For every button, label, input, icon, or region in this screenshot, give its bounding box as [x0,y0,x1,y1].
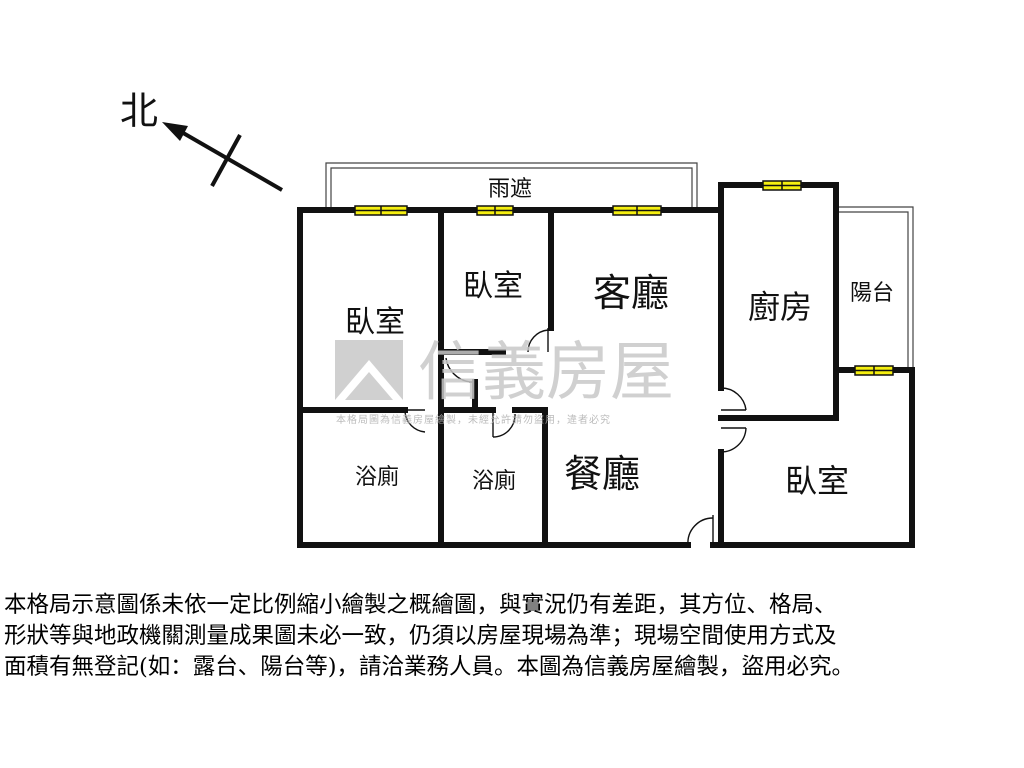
window-bedroom-left [354,205,408,216]
window-bedroom-middle [476,205,514,216]
watermark: 信義房屋 本格局圖為信義房屋繪製，未經允許請勿盜用，違者必究 [335,336,674,426]
disclaimer-line: 形狀等與地政機關測量成果圖未必一致，仍須以房屋現場為準；現場空間使用方式及 [4,623,837,649]
compass-north-label: 北 [120,89,158,133]
window-living-room [612,205,662,216]
door-kitchen-lower [720,427,747,453]
label-bathroom-left: 浴廁 [355,465,399,490]
door-passage [445,357,476,383]
disclaimer-line: 本格局示意圖係未依一定比例縮小繪製之概繪圖，與實況仍有差距，其方位、格局、 [4,592,837,618]
compass-crossbar [210,134,242,187]
door-bathroom-left [404,409,426,433]
watermark-logo-icon [335,340,403,400]
canopy [325,162,698,210]
label-living-room: 客廳 [593,271,669,315]
windows [354,180,894,376]
watermark-brand: 信義房屋 [418,336,674,410]
disclaimer-line: 面積有無登記(如：露台、陽台等)，請洽業務人員。本圖為信義房屋繪製，盜用必究。 [4,654,855,680]
label-bedroom-right: 臥室 [785,462,849,500]
door-bathroom-middle [492,413,516,438]
label-canopy: 雨遮 [488,177,532,202]
floor-plan: 北 [120,89,915,548]
watermark-notice: 本格局圖為信義房屋繪製，未經允許請勿盜用，違者必究 [336,413,611,426]
door-kitchen-upper [720,387,747,411]
label-bedroom-middle: 臥室 [463,269,523,304]
label-kitchen: 廚房 [748,288,812,326]
window-balcony [854,365,894,376]
window-kitchen [762,180,802,191]
door-bedroom-middle [527,328,549,353]
disclaimer: 本格局示意圖係未依一定比例縮小繪製之概繪圖，與實況仍有差距，其方位、格局、 形狀… [4,590,1020,683]
doors [404,328,747,546]
compass: 北 [120,89,283,192]
label-bedroom-left: 臥室 [345,305,405,340]
label-bathroom-middle: 浴廁 [472,469,516,494]
compass-arrowhead [162,122,188,141]
balcony-outline [835,206,914,370]
label-balcony: 陽台 [850,281,894,306]
compass-arrow [177,128,283,192]
door-entrance [687,515,714,546]
label-dining-room: 餐廳 [564,452,640,496]
